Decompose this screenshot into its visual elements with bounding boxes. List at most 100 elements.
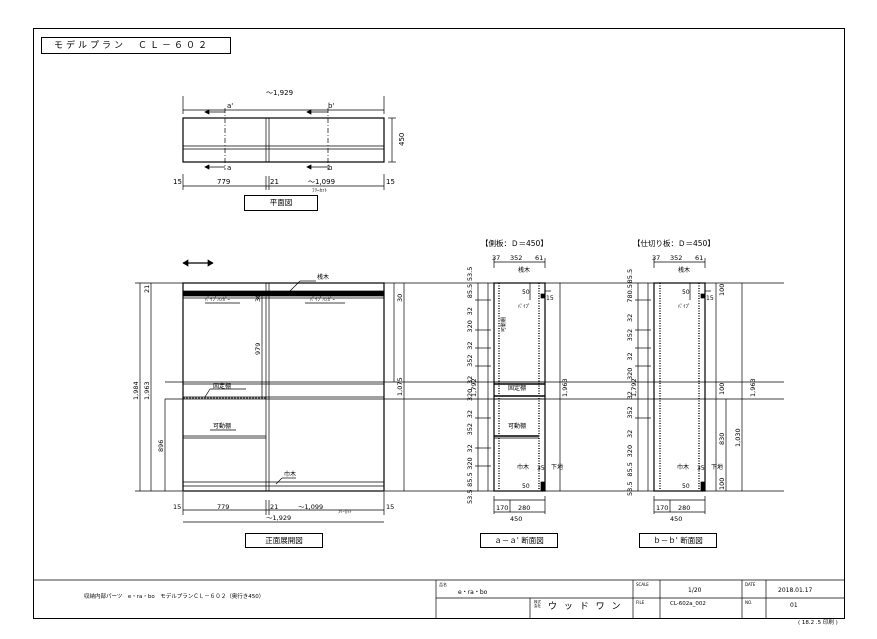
front-fixed-shelf: 固定棚: [213, 382, 231, 390]
section-a-small-2: 15: [546, 295, 554, 302]
section-a-left-dims: 53.585.5320323523232032352323203285.553.…: [466, 267, 474, 504]
plan-depth: 450: [398, 133, 406, 146]
section-b-text: 37 352 61 桟木 ﾊﾟｲﾌﾟ 巾木 下地 50 15 35 50 1,7…: [630, 254, 757, 523]
section_a-left-dim: 85.5: [466, 284, 474, 298]
section-b-view: 37 352 61 桟木 ﾊﾟｲﾌﾟ 巾木 下地 50 15 35 50 1,7…: [626, 254, 757, 523]
section-b-floor: 下地: [711, 463, 723, 471]
front-overall: ～1,929: [266, 514, 291, 522]
front-free-cut: ﾌﾘｰｶｯﾄ: [338, 509, 352, 515]
front-h-top: 21: [143, 285, 151, 293]
drawing-title: モデルプラン ＣＬ－６０２: [41, 37, 231, 54]
section-a-fixed-shelf: 固定棚: [508, 384, 526, 392]
section-b-right-4: 1,030: [734, 428, 742, 447]
section_a-left-dim: 32: [466, 410, 474, 418]
section_a-left-dim: 32: [466, 341, 474, 349]
tb-description: 収納内部パーツ e・ra・bo モデルプランＣＬ－６０２（奥行き450）: [84, 594, 265, 600]
plan-caption: 平面図: [244, 195, 318, 211]
print-footer: ( 18.2 .5 印刷 ): [798, 620, 838, 626]
section_b-left-dim: 780.5: [626, 284, 634, 303]
section-a-h-right: 1,963: [561, 378, 569, 397]
tb-file: CL-602a_002: [670, 601, 706, 607]
plan-dim-text: ～1,929 a' b' a b 450 15 779 21 ～1,099 ﾌﾘ…: [173, 89, 406, 194]
section-a-top-rail: 桟木: [518, 266, 530, 274]
section-b-width: 450: [670, 515, 682, 523]
section_b-left-dim: 320: [626, 368, 634, 380]
section-b-right-5: 100: [718, 478, 726, 490]
tb-date: 2018.01.17: [778, 587, 813, 594]
tb-scale: 1/20: [688, 587, 702, 594]
section_b-left-dim: 320: [626, 445, 634, 457]
section-a-bottom-2: 280: [518, 504, 530, 512]
plan-view: ～1,929 a' b' a b 450 15 779 21 ～1,099 ﾌﾘ…: [173, 89, 406, 194]
plan-sec-a-bottom: a: [227, 164, 231, 172]
section_a-left-dim: 53.5: [466, 267, 474, 281]
front-pipe-right: ﾊﾟｲﾌﾟﾊﾝｶﾞｰ: [310, 296, 336, 303]
section_a-left-dim: 32: [466, 444, 474, 452]
section-b-right-3: 830: [718, 433, 726, 445]
section-a-view: 37 352 61 桟木 ﾊﾟｲﾌﾟ 固定棚 可動棚 可動棚 巾木 下地 50 …: [466, 254, 569, 523]
front-w-left: 779: [217, 503, 229, 511]
section_a-left-dim: 53.5: [466, 490, 474, 504]
drawing-frame: [33, 28, 845, 619]
section-b-h-total: 1,792: [630, 378, 638, 397]
section-a-small-1: 50: [522, 289, 530, 296]
tb-scale-label: SCALE: [636, 582, 649, 587]
plan-w-left-end: 15: [173, 178, 182, 186]
section-b-header: 【仕切り板：Ｄ＝450】: [633, 239, 715, 248]
plan-w-right: ～1,099: [308, 178, 335, 186]
front-pipe-left: ﾊﾟｲﾌﾟﾊﾝｶﾞｰ: [205, 296, 231, 303]
plan-w-right-end: 15: [386, 178, 395, 186]
section-b-bottom-2: 280: [678, 504, 690, 512]
front-caption: 正面展開図: [245, 533, 323, 548]
plan-w-mid: 21: [270, 178, 279, 186]
section-b-top-dim-2: 352: [670, 254, 682, 262]
plan-free-cut: ﾌﾘｰｶｯﾄ: [312, 188, 328, 194]
plan-w-left: 779: [217, 178, 230, 186]
section-b-bottom-rail: 巾木: [677, 463, 689, 471]
front-text: 桟木 ﾊﾟｲﾌﾟﾊﾝｶﾞｰ ﾊﾟｲﾌﾟﾊﾝｶﾞｰ 固定棚 可動棚 巾木 1,98…: [132, 273, 404, 522]
tb-company-label: 株式会社: [534, 600, 541, 608]
front-movable-shelf: 可動棚: [213, 422, 231, 430]
section_b-left-dim: 352: [626, 329, 634, 341]
section_b-left-dim: 32: [626, 430, 634, 438]
section_b-left-dim: 53.5: [626, 482, 634, 496]
tb-no: 01: [790, 602, 798, 609]
tb-no-label: NO.: [745, 600, 753, 605]
section-b-top-rail: 桟木: [678, 266, 690, 274]
section-b-h-right: 1,963: [749, 378, 757, 397]
section_b-left-dim: 32: [626, 314, 634, 322]
section-b-bottom-1: 170: [656, 504, 668, 512]
section-b-small-3: 35: [697, 465, 705, 472]
section_b-left-dim: 352: [626, 406, 634, 418]
front-h-inner: 1,963: [143, 381, 151, 400]
section_a-left-dim: 320: [466, 457, 474, 469]
front-top-rail: 桟木: [317, 273, 329, 281]
tb-item-value: e・ra・bo: [458, 589, 488, 596]
section_a-left-dim: 32: [466, 307, 474, 315]
section-a-h-total: 1,792: [470, 378, 478, 397]
section_a-left-dim: 352: [466, 423, 474, 435]
section-a-caption: ａ－ａ' 断面図: [480, 533, 558, 548]
section_a-left-dim: 320: [466, 389, 474, 401]
tb-date-label: DATE: [745, 582, 756, 587]
section-b-right-1: 100: [718, 284, 726, 296]
section-a-text: 37 352 61 桟木 ﾊﾟｲﾌﾟ 固定棚 可動棚 可動棚 巾木 下地 50 …: [470, 254, 569, 523]
section-a-bottom-rail: 巾木: [517, 463, 529, 471]
section-b-small-4: 50: [682, 483, 690, 490]
section-a-top-dim-2: 352: [510, 254, 522, 262]
front-h-right: 1,075: [396, 377, 404, 396]
section_a-left-dim: 85.5: [466, 472, 474, 486]
front-w-right-end: 15: [386, 503, 394, 511]
section-b-right-2: 100: [718, 383, 726, 395]
section-b-pipe: ﾊﾟｲﾌﾟ: [678, 303, 691, 310]
section-a-movable-shelf: 可動棚: [508, 422, 526, 430]
front-bottom-rail: 巾木: [284, 470, 296, 478]
section_b-left-dim: 32: [626, 352, 634, 360]
section-b-small-1: 50: [682, 289, 690, 296]
section_a-left-dim: 320: [466, 320, 474, 332]
section-a-pipe: ﾊﾟｲﾌﾟ: [518, 303, 531, 310]
front-h-upper: 979: [254, 343, 262, 355]
section-b-small-2: 15: [706, 295, 714, 302]
front-w-left-end: 15: [173, 503, 181, 511]
